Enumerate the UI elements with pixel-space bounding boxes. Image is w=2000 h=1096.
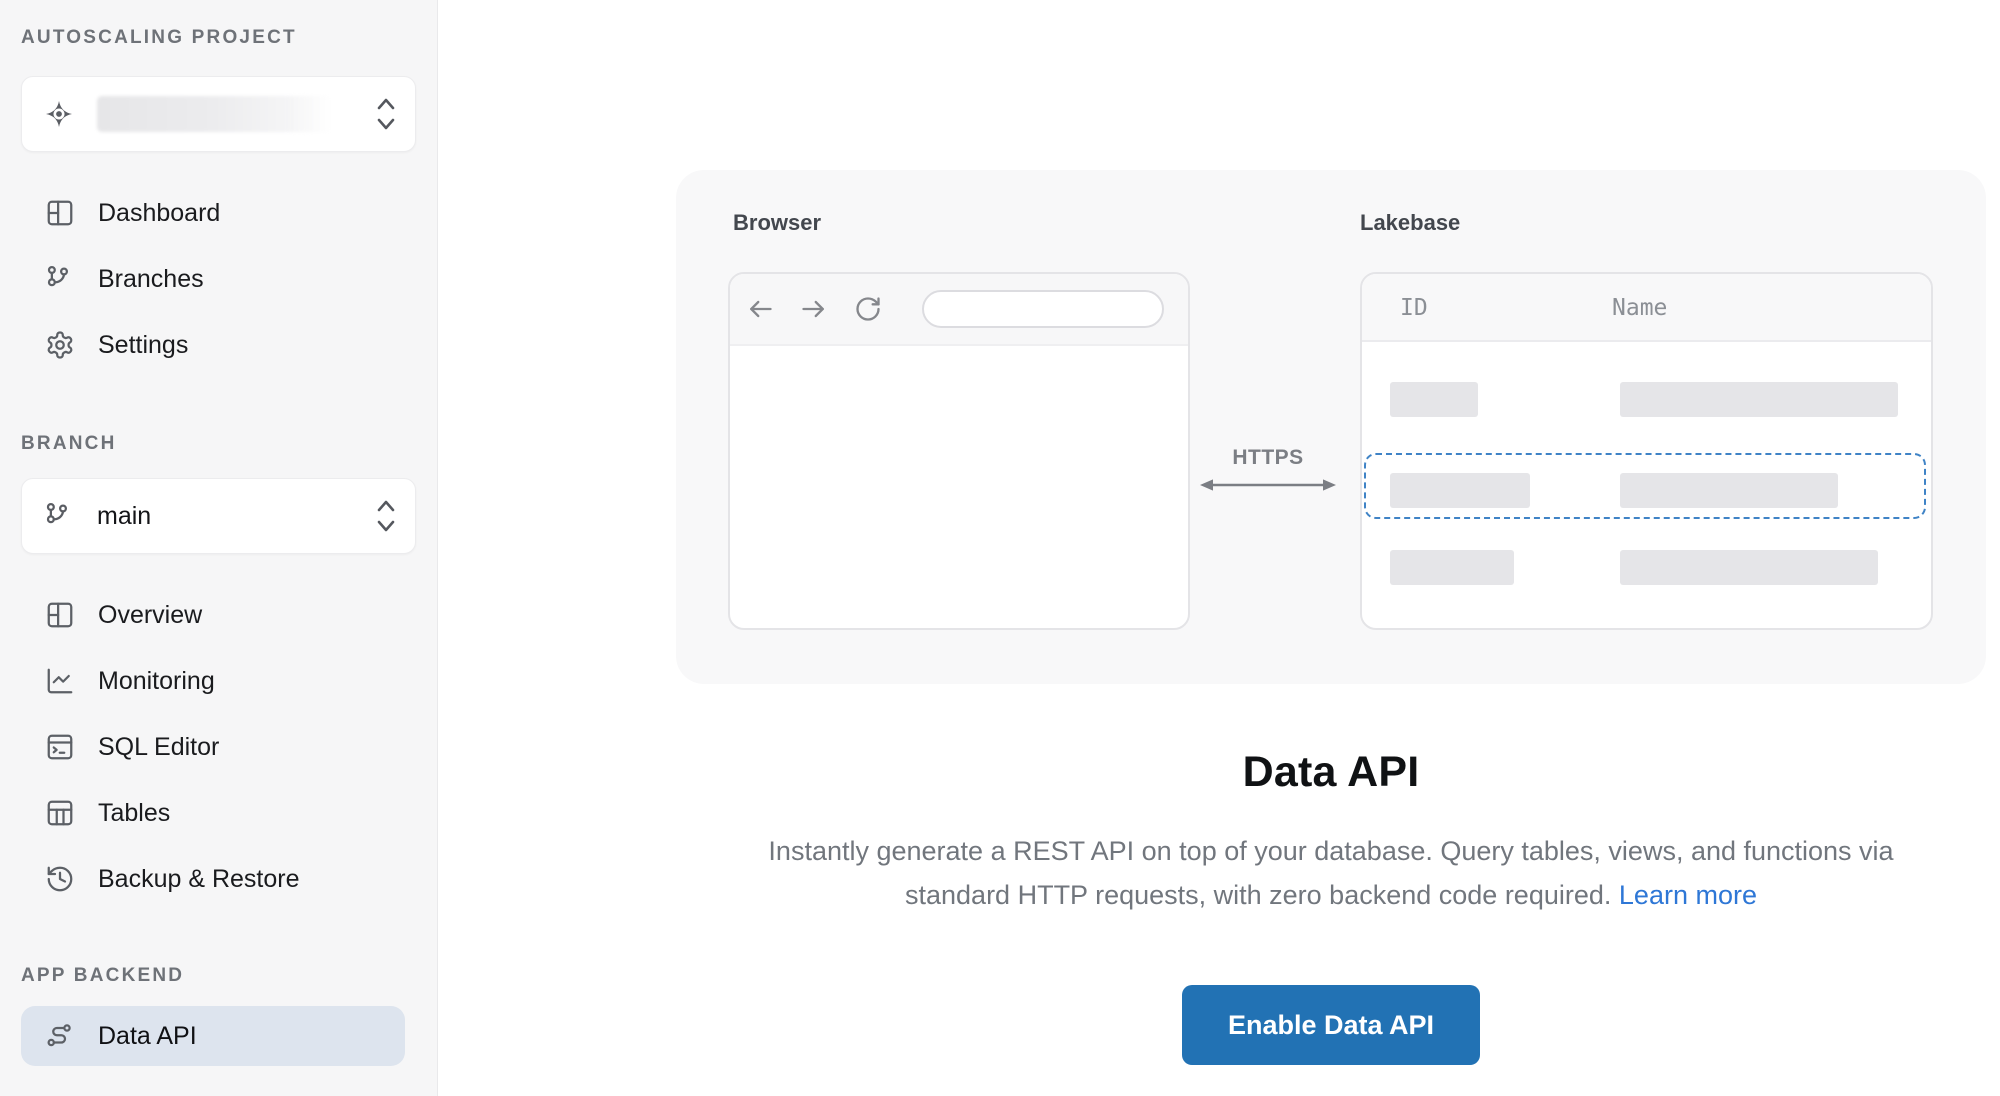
git-branch-icon <box>45 264 75 294</box>
placeholder-bar <box>1620 473 1838 508</box>
sidebar-item-monitoring[interactable]: Monitoring <box>21 648 416 714</box>
column-header-name: Name <box>1612 295 1668 321</box>
https-label: HTTPS <box>1232 446 1304 469</box>
sidebar-item-settings[interactable]: Settings <box>21 312 416 378</box>
terminal-window-icon <box>45 732 75 762</box>
branch-nav: Overview Monitoring SQL Editor <box>21 582 416 912</box>
backend-section-label: APP BACKEND <box>21 965 185 986</box>
overview-icon <box>45 600 75 630</box>
table-icon <box>45 798 75 828</box>
https-connector: HTTPS <box>1192 446 1344 499</box>
chevron-up-down-icon <box>375 95 397 133</box>
branch-selector-value: main <box>97 501 152 530</box>
sidebar-item-branches[interactable]: Branches <box>21 246 416 312</box>
sidebar-item-label: Tables <box>98 798 171 827</box>
sidebar-item-dashboard[interactable]: Dashboard <box>21 180 416 246</box>
project-nav: Dashboard Branches <box>21 180 416 378</box>
page-title: Data API <box>1242 748 1420 796</box>
back-arrow-icon <box>746 295 774 323</box>
sidebar-item-label: Backup & Restore <box>98 864 300 893</box>
diagram-panel: Browser <box>676 170 1986 684</box>
gear-icon <box>45 330 75 360</box>
chevron-up-down-icon <box>375 497 397 535</box>
description-line-2: standard HTTP requests, with zero backen… <box>905 880 1612 910</box>
sidebar-item-label: Branches <box>98 264 204 293</box>
sidebar-item-label: Data API <box>98 1021 197 1050</box>
browser-diagram-label: Browser <box>733 210 822 235</box>
data-api-section: Data API Instantly generate a REST API o… <box>676 748 1986 1065</box>
main-content: Browser <box>438 0 2000 1096</box>
sidebar-item-label: Dashboard <box>98 198 221 227</box>
selected-row-outline <box>1364 453 1926 519</box>
sidebar: AUTOSCALING PROJECT <box>0 0 438 1096</box>
sidebar-item-label: Overview <box>98 600 203 629</box>
lakebase-table-illustration: ID Name <box>1360 272 1933 630</box>
sidebar-item-backup-restore[interactable]: Backup & Restore <box>21 846 416 912</box>
chart-line-icon <box>45 666 75 696</box>
description-line-1: Instantly generate a REST API on top of … <box>768 836 1894 866</box>
table-header: ID Name <box>1362 274 1931 342</box>
sidebar-item-overview[interactable]: Overview <box>21 582 416 648</box>
placeholder-bar <box>1620 382 1898 417</box>
sidebar-item-label: Settings <box>98 330 189 359</box>
placeholder-bar <box>1620 550 1878 585</box>
browser-toolbar <box>730 274 1188 346</box>
git-branch-icon <box>44 501 74 531</box>
refresh-icon <box>854 295 882 323</box>
sidebar-item-sql-editor[interactable]: SQL Editor <box>21 714 416 780</box>
double-arrow-icon <box>1200 479 1336 491</box>
column-header-id: ID <box>1400 295 1428 321</box>
placeholder-bar <box>1390 473 1530 508</box>
project-selector[interactable] <box>21 76 416 152</box>
lakebase-diagram-label: Lakebase <box>1360 210 1461 235</box>
forward-arrow-icon <box>800 295 828 323</box>
sidebar-item-data-api[interactable]: Data API <box>21 1006 405 1066</box>
sidebar-item-label: Monitoring <box>98 666 215 695</box>
description: Instantly generate a REST API on top of … <box>676 829 1986 917</box>
placeholder-bar <box>1390 550 1514 585</box>
sidebar-item-label: SQL Editor <box>98 732 220 761</box>
backend-nav: Data API <box>21 1006 416 1066</box>
sidebar-item-tables[interactable]: Tables <box>21 780 416 846</box>
url-bar-illustration <box>922 290 1164 328</box>
branch-selector[interactable]: main <box>21 478 416 554</box>
learn-more-link[interactable]: Learn more <box>1618 880 1757 910</box>
project-section-label: AUTOSCALING PROJECT <box>21 27 297 48</box>
browser-window-illustration <box>728 272 1190 630</box>
enable-data-api-button[interactable]: Enable Data API <box>1181 985 1481 1065</box>
branch-section-label: BRANCH <box>21 433 117 454</box>
blurred-project-name <box>97 96 331 132</box>
dashboard-icon <box>45 198 75 228</box>
history-icon <box>45 864 75 894</box>
project-compass-icon <box>44 99 74 129</box>
route-icon <box>45 1021 75 1051</box>
placeholder-bar <box>1390 382 1478 417</box>
